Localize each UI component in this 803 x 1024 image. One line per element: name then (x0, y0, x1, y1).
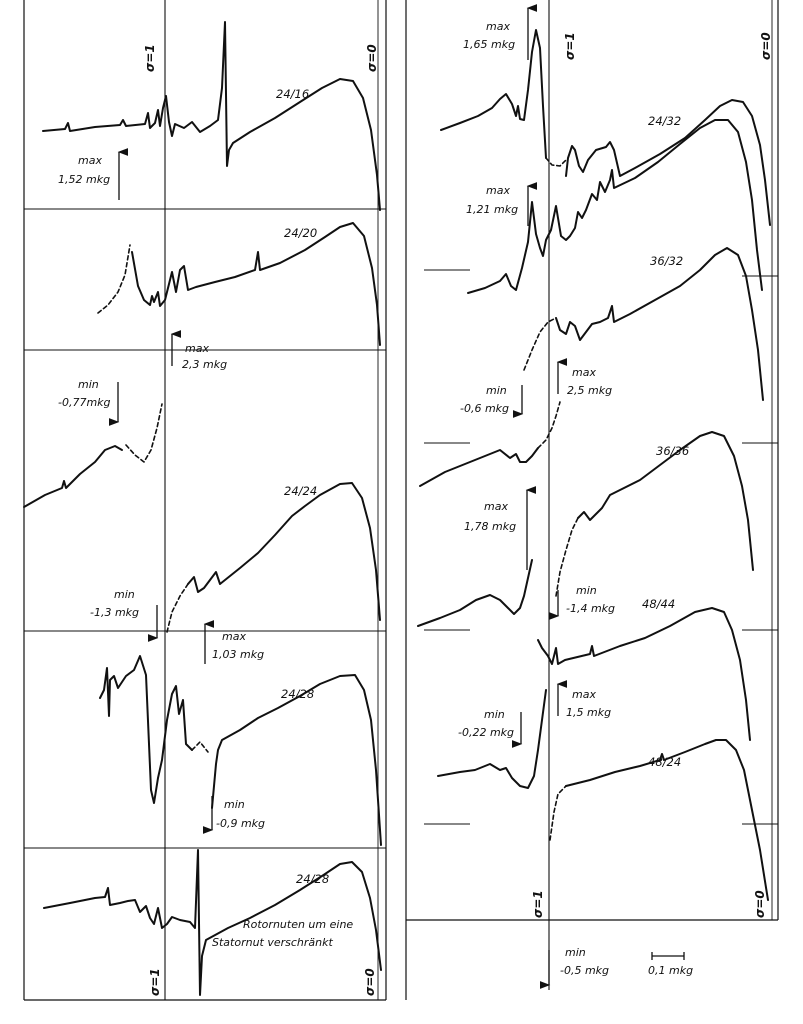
curve-24-20 (131, 222, 381, 346)
curve-24-24 (23, 445, 123, 508)
left-sigma1-top-label: σ=1 (143, 44, 157, 72)
curve-36-36 (555, 247, 764, 401)
annotation-value-48-44-max: 1,78 mkg (464, 520, 516, 533)
annotation-word-24-32-max: max (486, 20, 510, 33)
note-line-2: Statornut verschränkt (212, 936, 334, 949)
annotation-value-36-36-max: 2,5 mkg (567, 384, 612, 397)
right-panel (405, 0, 779, 1000)
annotation-word-48-24-min: min (484, 708, 505, 721)
ratio-label-24-16: 24/16 (276, 87, 309, 101)
annotation-value-24-28-min: -0,9 mkg (216, 817, 265, 830)
annotation-word-bottom-min: min (565, 946, 586, 959)
ratio-label-48-44: 48/44 (642, 597, 675, 611)
scale-bar-label: 0,1 mkg (648, 964, 693, 977)
curve-24-24-dashed (125, 403, 163, 463)
annotation-value-48-24-max: 1,5 mkg (566, 706, 611, 719)
left-panel (23, 0, 387, 1001)
annotation-word-24-20-max: max (185, 342, 209, 355)
curve-48-24c-dashed (549, 785, 567, 841)
curve-24-28b (211, 674, 382, 846)
curve-24-28-skewed (43, 849, 382, 996)
ratio-label-24-28: 24/28 (281, 687, 314, 701)
annotation-value-24-20-min: -0,77mkg (58, 396, 111, 409)
annotation-value-24-28-max: 1,03 mkg (212, 648, 264, 661)
annotation-word-24-20-min: min (78, 378, 99, 391)
curve-24-24b-dashed (166, 583, 189, 633)
annotation-value-bottom-min: -0,5 mkg (560, 964, 609, 977)
left-sigma0-top-label: σ=0 (365, 44, 379, 72)
curve-48-44-dashed (555, 517, 579, 597)
ratio-label-48-24: 48/24 (648, 755, 681, 769)
curve-24-32-dashed (545, 157, 567, 167)
annotation-word-36-32-max: max (486, 184, 510, 197)
annotation-word-24-28-max: max (222, 630, 246, 643)
ratio-label-36-32: 36/32 (650, 254, 683, 268)
curve-24-24b (187, 482, 381, 621)
scale-bar (651, 952, 685, 960)
curve-36-32 (467, 119, 763, 294)
curve-48-44 (577, 431, 754, 571)
curve-24-20-dashed (97, 244, 131, 314)
annotation-word-36-36-max: max (572, 366, 596, 379)
curve-36-36b-dashed (537, 401, 561, 449)
curve-24-32 (440, 29, 547, 159)
ratio-label-24-28-skewed: 24/28 (296, 872, 329, 886)
curve-24-16 (42, 21, 381, 211)
curve-24-28-dashed (191, 741, 209, 753)
note-line-1: Rotornuten um eine (243, 918, 353, 931)
annotation-value-24-32-max: 1,65 mkg (463, 38, 515, 51)
annotation-value-48-44-min: -1,4 mkg (566, 602, 615, 615)
annotation-word-24-28-min: min (224, 798, 245, 811)
annotation-value-36-32-max: 1,21 mkg (466, 203, 518, 216)
curve-36-36-dashed (523, 317, 557, 371)
curve-24-28 (99, 655, 193, 804)
curve-48-44b (417, 559, 533, 627)
right-sigma1-top-label: σ=1 (563, 32, 577, 60)
ratio-label-36-36: 36/36 (656, 444, 689, 458)
curve-48-24c (565, 739, 769, 901)
ratio-label-24-24: 24/24 (284, 484, 317, 498)
annotation-word-48-44-max: max (484, 500, 508, 513)
annotation-value-24-16-max: 1,52 mkg (58, 173, 110, 186)
ratio-label-24-20: 24/20 (284, 226, 317, 240)
curve-48-24b (437, 689, 547, 789)
annotation-value-24-20-max: 2,3 mkg (182, 358, 227, 371)
right-sigma0-top-label: σ=0 (759, 32, 773, 60)
annotation-word-48-44-min: min (576, 584, 597, 597)
curve-24-32b (565, 99, 771, 226)
left-sigma0-bottom-label: σ=0 (363, 968, 377, 996)
curve-36-36b (419, 447, 539, 487)
right-sigma0-bottom-label: σ=0 (753, 890, 767, 918)
annotation-value-24-24-min: -1,3 mkg (90, 606, 139, 619)
curve-48-24 (537, 607, 751, 741)
ratio-label-24-32: 24/32 (648, 114, 681, 128)
right-sigma1-bottom-label: σ=1 (531, 890, 545, 918)
annotation-value-48-24-min: -0,22 mkg (458, 726, 514, 739)
left-sigma1-bottom-label: σ=1 (148, 968, 162, 996)
annotation-word-36-36-min: min (486, 384, 507, 397)
annotation-word-24-24-min: min (114, 588, 135, 601)
annotation-word-48-24-max: max (572, 688, 596, 701)
annotation-word-24-16-max: max (78, 154, 102, 167)
annotation-value-36-36-min: -0,6 mkg (460, 402, 509, 415)
